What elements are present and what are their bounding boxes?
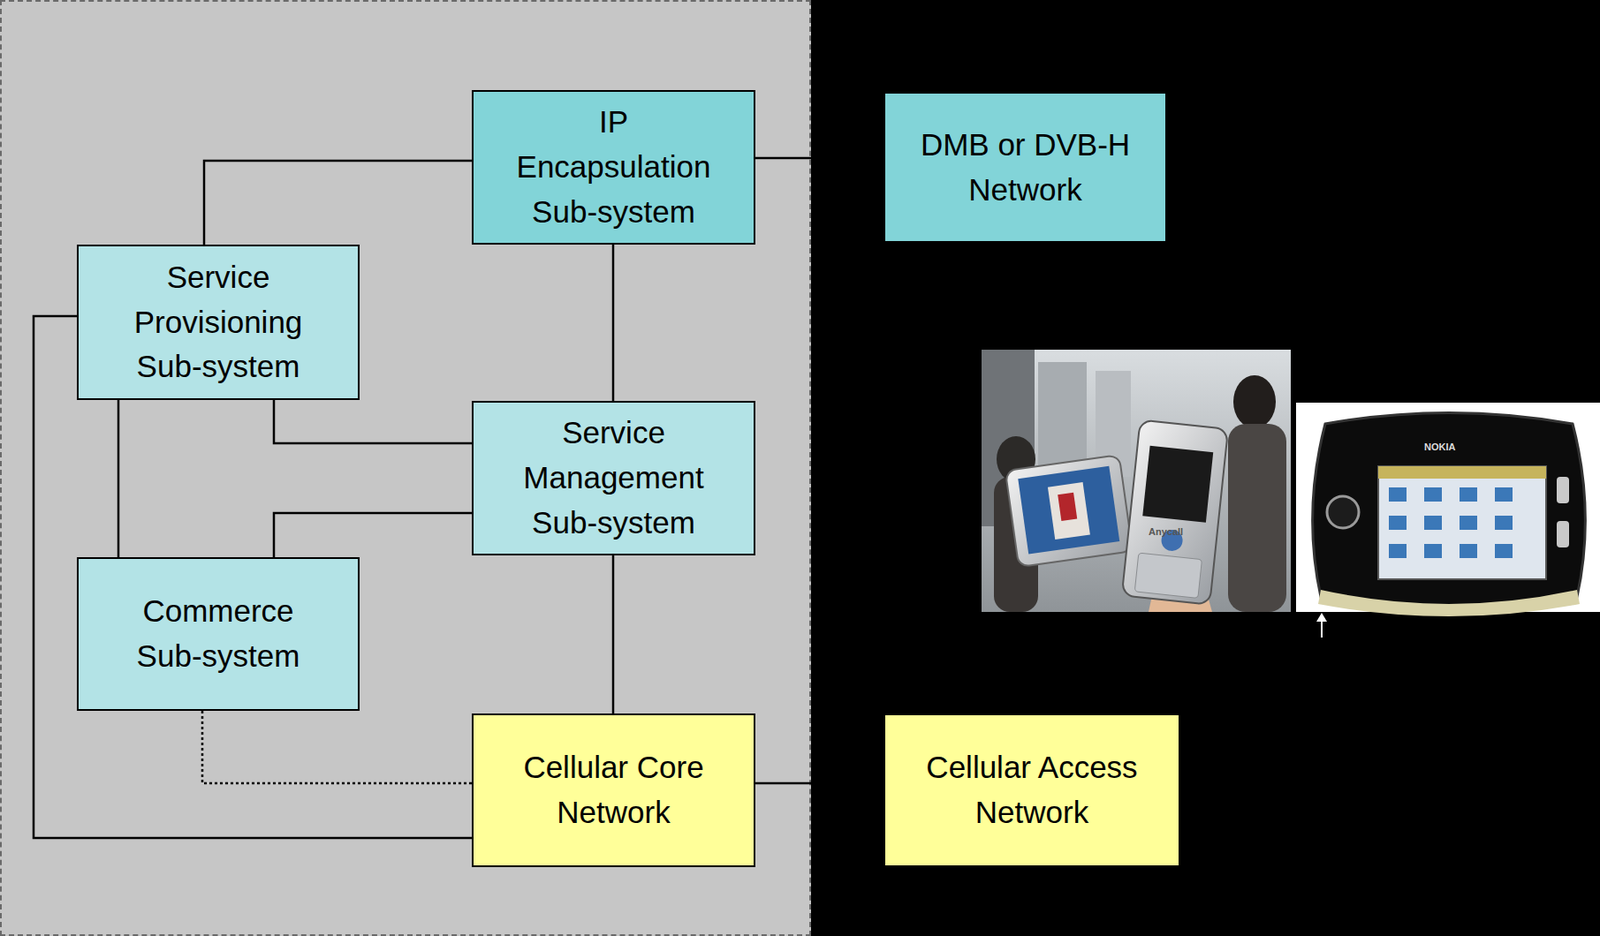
connector-line xyxy=(273,513,472,558)
icon xyxy=(1459,487,1478,502)
box-label: IP Encapsulation Sub-system xyxy=(503,99,725,235)
phone-screen xyxy=(1142,446,1214,524)
connector-line xyxy=(612,555,615,714)
photo-ground xyxy=(981,349,1291,613)
network-box: Cellular Access Network xyxy=(883,713,1181,868)
handheld-button xyxy=(1556,521,1570,548)
handheld-screen xyxy=(1378,466,1547,580)
icon xyxy=(1388,487,1407,502)
box-label: Cellular Core Network xyxy=(503,745,725,836)
icon xyxy=(1459,515,1478,531)
network-box: Cellular Core Network xyxy=(471,713,756,868)
connector-line xyxy=(204,160,472,245)
phone-body xyxy=(1122,419,1229,605)
icon xyxy=(1424,544,1442,559)
box-label: Service Management Sub-system xyxy=(503,410,725,546)
icon xyxy=(1494,487,1513,502)
phone-screen xyxy=(1017,466,1120,555)
brand-logo: Anycall xyxy=(1148,526,1183,538)
connector-line xyxy=(273,400,472,444)
box-label: Service Provisioning Sub-system xyxy=(107,255,329,390)
icon xyxy=(1388,544,1407,559)
dotted-connector xyxy=(202,711,472,784)
handheld-body xyxy=(1312,413,1586,609)
street-photo xyxy=(981,349,1291,613)
handheld-button xyxy=(1556,477,1570,504)
screen-bar xyxy=(1378,466,1547,479)
handheld-base xyxy=(1318,590,1580,617)
box-label: DMB or DVB-H Network xyxy=(902,122,1150,213)
icon xyxy=(1424,515,1442,531)
phone-lid xyxy=(1005,454,1133,568)
icon xyxy=(1459,544,1478,559)
pointer-arrow xyxy=(1316,613,1328,638)
connector-line xyxy=(117,400,121,558)
connector-line xyxy=(755,157,884,160)
handheld-photo xyxy=(1296,402,1600,617)
connector-line xyxy=(755,782,884,786)
bar-phone xyxy=(1122,419,1229,605)
network-box: DMB or DVB-H Network xyxy=(883,91,1168,243)
icon xyxy=(1388,515,1407,531)
box-label: Cellular Access Network xyxy=(908,745,1156,836)
tv-picture xyxy=(1057,492,1077,522)
subsystem-box: Commerce Sub-system xyxy=(76,557,360,712)
icon xyxy=(1424,487,1442,502)
icon xyxy=(1494,544,1513,559)
subsystem-box: Service Provisioning Sub-system xyxy=(76,244,360,401)
phone-keypad xyxy=(1134,553,1202,599)
connector-line xyxy=(612,244,615,402)
photo-ground xyxy=(1296,402,1600,613)
person xyxy=(1228,424,1287,613)
handheld-button xyxy=(1327,496,1359,529)
subsystem-box: IP Encapsulation Sub-system xyxy=(471,90,756,245)
flip-phone xyxy=(1005,454,1133,568)
person xyxy=(1233,375,1276,429)
screen-icons xyxy=(1388,487,1513,559)
arrow-head xyxy=(1316,613,1328,622)
brand-logo: NOKIA xyxy=(1424,441,1456,453)
subsystem-box: Service Management Sub-system xyxy=(471,401,756,556)
tv-picture xyxy=(1047,482,1091,540)
box-label: Commerce Sub-system xyxy=(107,589,329,680)
icon xyxy=(1494,515,1513,531)
